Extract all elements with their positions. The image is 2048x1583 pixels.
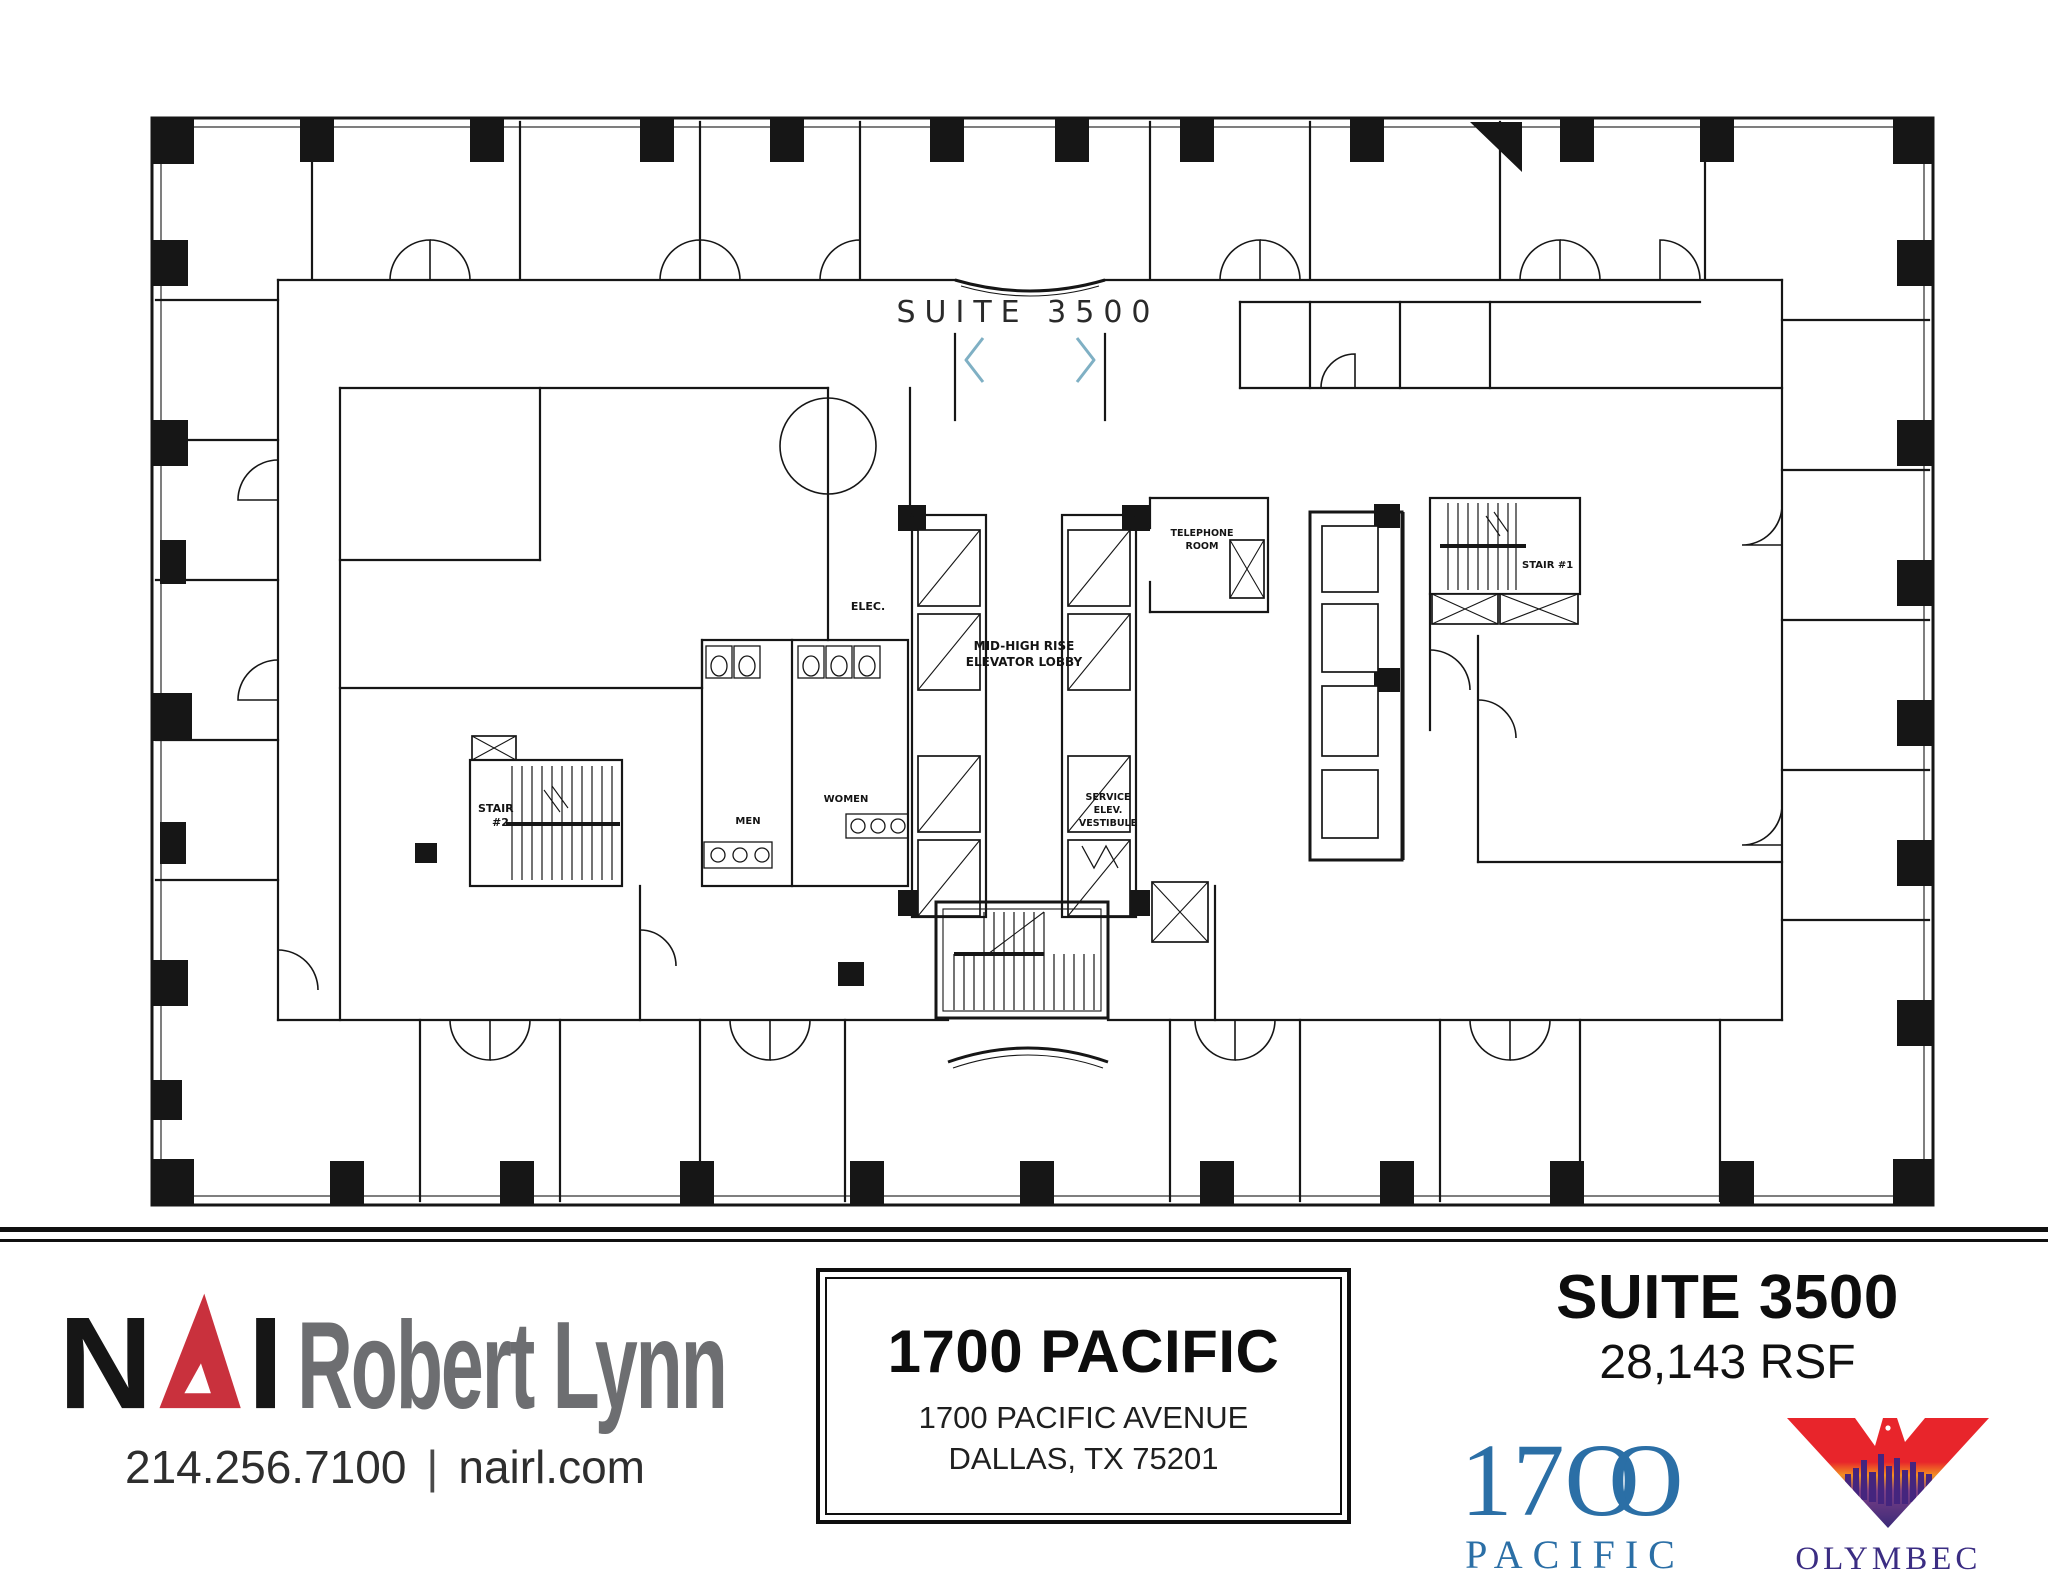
west-core-walls <box>338 386 1217 1022</box>
contact-separator: | <box>426 1441 439 1493</box>
women-room-label: WOMEN <box>824 794 869 805</box>
stair1-label: STAIR #1 <box>1522 560 1573 571</box>
olymbec-wing-notch-left <box>1855 1418 1884 1446</box>
elevator-lobby-label: MID-HIGH RISE ELEVATOR LOBBY <box>966 639 1083 669</box>
men-room-label: MEN <box>735 816 760 827</box>
svg-text:ELEVATOR LOBBY: ELEVATOR LOBBY <box>966 655 1083 669</box>
pacific-o-first: O <box>1564 1423 1640 1539</box>
olymbec-eagle-icon <box>1787 1418 1990 1528</box>
svg-text:MID-HIGH RISE: MID-HIGH RISE <box>974 639 1075 653</box>
building-address: 1700 PACIFIC AVENUE DALLAS, TX 75201 <box>919 1398 1249 1480</box>
footer-divider-thick <box>0 1227 2048 1232</box>
pacific-building-logo: 17OO PACIFIC <box>1459 1429 1685 1578</box>
telephone-room: TELEPHONE ROOM <box>1148 496 1270 614</box>
svg-text:VESTIBULE: VESTIBULE <box>1079 818 1137 829</box>
east-interior-walls <box>1238 300 1784 864</box>
restrooms: MEN WOMEN <box>700 638 910 888</box>
brand-logo-row: 17OO PACIFIC <box>1455 1416 2000 1578</box>
svg-text:ROOM: ROOM <box>1186 541 1219 552</box>
pacific-logo-word: PACIFIC <box>1465 1532 1685 1577</box>
nai-phone-number: 214.256.7100 <box>125 1441 407 1493</box>
suite-name: SUITE 3500 <box>1556 1263 1899 1332</box>
building-address-line2: DALLAS, TX 75201 <box>948 1440 1219 1476</box>
nai-letter-a-counter <box>184 1363 211 1394</box>
nai-letter-n: N <box>58 1290 153 1436</box>
olymbec-eagle-eye <box>1885 1425 1891 1431</box>
nai-website: nairl.com <box>458 1441 645 1493</box>
nai-contact-line: 214.256.7100 | nairl.com <box>55 1440 715 1494</box>
east-elevator-bank <box>1308 510 1405 862</box>
nai-letter-i: I <box>247 1290 283 1436</box>
pacific-digit-7: 7 <box>1512 1423 1565 1539</box>
olymbec-wing-notch-right <box>1897 1418 1926 1442</box>
building-name: 1700 PACIFIC <box>887 1318 1280 1385</box>
stair2-label-line2: #2 <box>492 816 509 829</box>
nai-letter-a-shape <box>159 1293 241 1409</box>
building-address-line1: 1700 PACIFIC AVENUE <box>918 1400 1249 1435</box>
stair2-label-line1: STAIR <box>478 802 514 815</box>
olymbec-logo: OLYMBEC <box>1781 1416 1996 1578</box>
east-inner-elevator-bank <box>1060 513 1138 919</box>
suite-info-block: SUITE 3500 28,143 RSF 17OO PACIFIC <box>1455 1262 2000 1578</box>
floor-plan: STAIR #2 MEN WOMEN ELEC. <box>150 116 1935 1207</box>
suite-area: 28,143 RSF <box>1599 1336 1856 1389</box>
service-elevator-vestibule: SERVICE ELEV. VESTIBULE <box>1079 792 1209 943</box>
pacific-o-second: O <box>1608 1423 1684 1539</box>
building-address-box: 1700 PACIFIC 1700 PACIFIC AVENUE DALLAS,… <box>816 1268 1351 1524</box>
svg-text:TELEPHONE: TELEPHONE <box>1171 528 1234 539</box>
stair-2: STAIR #2 <box>468 735 624 888</box>
bottom-stair <box>934 900 1110 1020</box>
svg-text:SERVICE: SERVICE <box>1086 792 1131 803</box>
plan-suite-title: SUITE 3500 <box>896 295 1159 330</box>
corridor-walls <box>276 278 1784 1069</box>
pacific-digit-1: 1 <box>1460 1423 1513 1539</box>
office-door-arcs <box>237 239 1783 1061</box>
suite-entry-doors <box>964 337 1096 383</box>
pacific-logo-numerals: 17OO <box>1459 1429 1685 1533</box>
stair-1: STAIR #1 <box>1428 496 1582 625</box>
west-elevator-bank <box>910 513 988 919</box>
olymbec-logo-word: OLYMBEC <box>1795 1541 1982 1577</box>
elec-room-label: ELEC. <box>851 600 885 613</box>
svg-text:ELEV.: ELEV. <box>1094 805 1123 816</box>
building-address-box-inner: 1700 PACIFIC 1700 PACIFIC AVENUE DALLAS,… <box>825 1277 1342 1515</box>
nai-brand-text: Robert Lynn <box>297 1295 726 1434</box>
footer-divider-thin <box>0 1239 2048 1242</box>
nai-robert-lynn-logo: N I Robert Lynn <box>55 1289 735 1445</box>
